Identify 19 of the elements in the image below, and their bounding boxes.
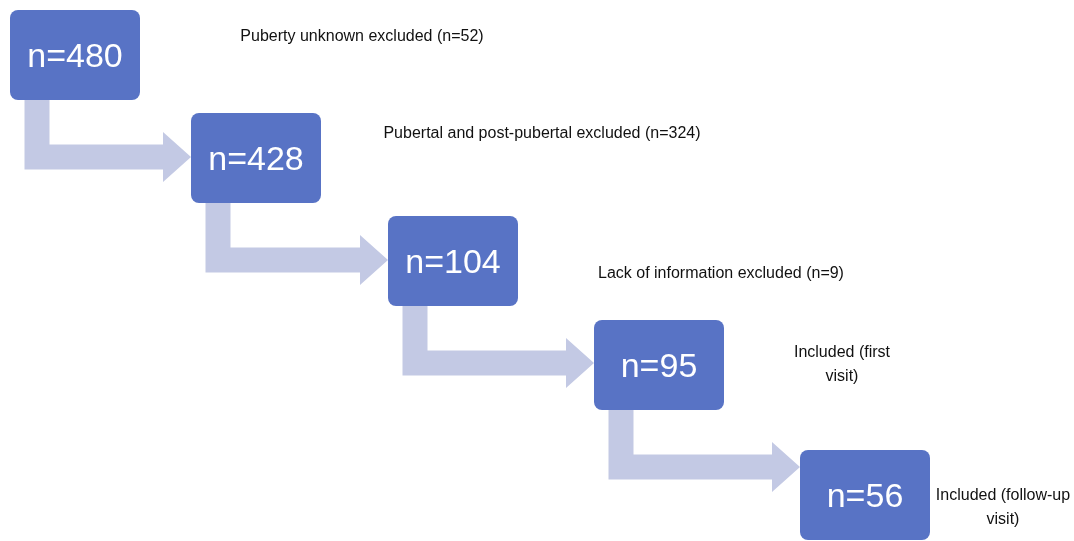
bent-arrow xyxy=(402,306,594,388)
bent-arrow xyxy=(205,203,388,285)
count-box xyxy=(388,216,518,306)
count-label: n=104 xyxy=(405,241,501,281)
count-box xyxy=(800,450,930,540)
count-label: n=480 xyxy=(27,35,123,75)
count-box xyxy=(10,10,140,100)
count-label: n=56 xyxy=(826,475,904,515)
count-label: n=95 xyxy=(620,345,698,385)
exclusion-note: Included (first visit) xyxy=(792,342,891,386)
count-box xyxy=(594,320,724,410)
bent-arrow xyxy=(24,100,191,182)
exclusion-note: Included (follow-up visit) xyxy=(935,485,1071,529)
exclusion-note: Puberty unknown excluded (n=52) xyxy=(239,26,485,46)
count-box xyxy=(191,113,321,203)
count-label: n=428 xyxy=(208,138,304,178)
bent-arrow xyxy=(608,410,800,492)
exclusion-note: Pubertal and post-pubertal excluded (n=324) xyxy=(382,123,702,143)
exclusion-note: Lack of information excluded (n=9) xyxy=(597,263,845,283)
